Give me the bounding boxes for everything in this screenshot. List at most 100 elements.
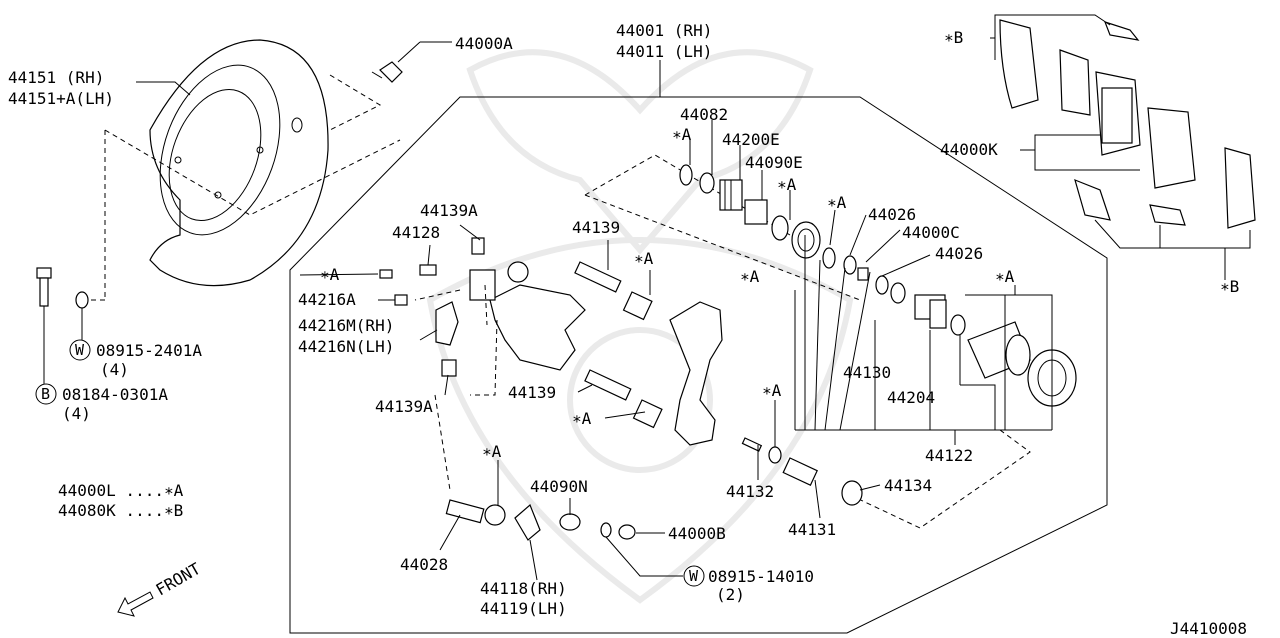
bleeder-44131 (782, 457, 818, 486)
label-44000c: 44000C (902, 223, 960, 242)
w-circle-icon (69, 339, 91, 361)
label-44118: 44118(RH) (480, 579, 567, 598)
label-44204: 44204 (887, 388, 935, 407)
label-star-a-7: ∗A (320, 265, 340, 284)
label-44139a-top: 44139A (420, 201, 478, 220)
label-44216n: 44216N(LH) (298, 337, 394, 356)
label-08915-14010-qty: (2) (716, 585, 745, 604)
caliper-body (469, 261, 586, 371)
bolt-44139a-bot (441, 359, 457, 377)
label-08915-2401a: 08915-2401A (96, 341, 202, 360)
label-44151a: 44151+A(LH) (8, 89, 114, 108)
label-44139-top: 44139 (572, 218, 620, 237)
label-star-a-3: ∗A (827, 193, 847, 212)
label-44139a-bot: 44139A (375, 397, 433, 416)
label-44090n: 44090N (530, 477, 588, 496)
boot-lower (632, 399, 663, 429)
label-star-a-9: ∗A (762, 381, 782, 400)
pin-44139-lower (584, 369, 632, 401)
clip-upper (1103, 21, 1140, 41)
legend-44080k: 44080K ....∗B (58, 501, 183, 520)
b-circle-letter: B (41, 385, 50, 403)
piston (967, 321, 1031, 379)
diagram-code: J4410008 (1170, 619, 1247, 638)
label-star-a-6: ∗A (634, 249, 654, 268)
ring-44082 (699, 172, 715, 194)
pin-44132 (741, 437, 763, 452)
seal-ring-large (791, 221, 821, 259)
bolt-08184 (36, 267, 52, 307)
ring-star-a (768, 446, 782, 464)
label-08184-qty: (4) (62, 404, 91, 423)
shim-upper (999, 19, 1091, 116)
label-44028: 44028 (400, 555, 448, 574)
w-circle-icon-2 (683, 565, 705, 587)
label-44216m: 44216M(RH) (298, 316, 394, 335)
label-44139-bot: 44139 (508, 383, 556, 402)
front-arrow-icon (117, 591, 154, 617)
label-44001: 44001 (RH) (616, 21, 712, 40)
label-44026-1: 44026 (868, 205, 916, 224)
watermark-emblem (426, 49, 854, 604)
label-44000k: 44000K (940, 140, 998, 159)
washer-08915 (75, 291, 89, 309)
legend-44000l: 44000L ....∗A (58, 481, 184, 500)
label-44082: 44082 (680, 105, 728, 124)
label-44216a: 44216A (298, 290, 356, 309)
label-44026-2: 44026 (935, 244, 983, 263)
label-star-b-right: ∗B (1220, 277, 1239, 296)
bushing-44028 (445, 499, 506, 526)
seal-small (950, 314, 966, 336)
boot-44200e (719, 179, 743, 211)
label-44134: 44134 (884, 476, 932, 495)
ring-44130 (890, 282, 906, 304)
bolt-44139a-top (471, 237, 485, 255)
label-44000a: 44000A (455, 34, 513, 53)
cap-44134 (841, 480, 863, 506)
nut-44000b (618, 524, 636, 540)
snap-ring-1 (679, 164, 693, 186)
label-star-b-top: ∗B (944, 28, 963, 47)
shim-lower (1074, 147, 1256, 229)
bracket-44216m (435, 301, 459, 346)
boot-upper (622, 291, 653, 321)
pin-44139-upper (574, 261, 622, 293)
snap-ring-2 (771, 215, 789, 241)
label-44090e: 44090E (745, 153, 803, 172)
label-star-a-8: ∗A (572, 409, 592, 428)
label-08915-qty: (4) (100, 360, 129, 379)
label-44119: 44119(LH) (480, 599, 567, 618)
label-44122: 44122 (925, 446, 973, 465)
label-44000b: 44000B (668, 524, 726, 543)
w-circle-letter-2: W (689, 567, 699, 585)
label-star-a-10: ∗A (482, 442, 502, 461)
spring-44090n (559, 513, 581, 531)
brake-pad-lower (1147, 107, 1196, 189)
label-star-a-2: ∗A (777, 175, 797, 194)
label-44130: 44130 (843, 363, 891, 382)
label-star-a-5: ∗A (740, 267, 760, 286)
pin-44204 (914, 294, 947, 329)
label-44200e: 44200E (722, 130, 780, 149)
label-star-a-1: ∗A (672, 125, 692, 144)
ring-44026a (843, 255, 857, 275)
label-44011: 44011 (LH) (616, 42, 712, 61)
cap-44090e (744, 199, 768, 225)
backing-plate (149, 39, 329, 287)
caliper-bracket (669, 301, 723, 446)
bleeder-44128 (419, 264, 437, 276)
clip-44000c (857, 267, 869, 281)
bracket-44118 (514, 503, 541, 541)
bolt-44216a (394, 294, 408, 306)
label-44132: 44132 (726, 482, 774, 501)
washer-small (600, 522, 612, 538)
label-44131: 44131 (788, 520, 836, 539)
label-08915-14010: 08915-14010 (708, 567, 814, 586)
brake-pad-upper (1095, 71, 1141, 156)
bolt-44000a (371, 61, 403, 83)
label-44151: 44151 (RH) (8, 68, 104, 87)
front-label: FRONT (153, 559, 205, 600)
label-44128: 44128 (392, 223, 440, 242)
